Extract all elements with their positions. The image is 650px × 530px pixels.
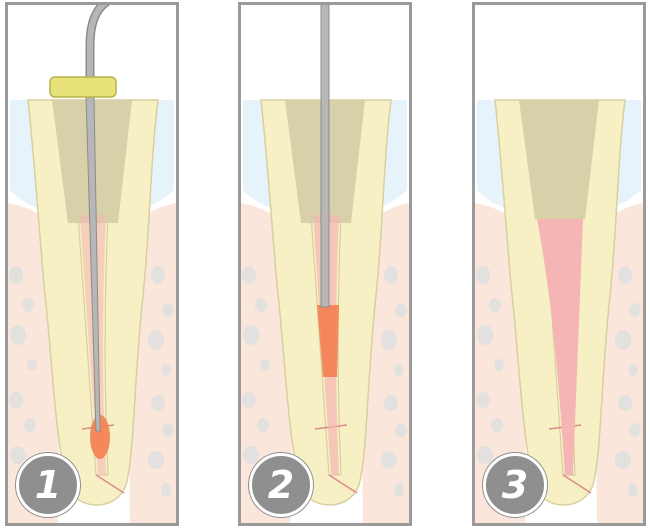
bone-spot [395,423,407,437]
bone-spot [476,392,490,408]
panel-1: 1 [5,2,179,526]
bone-spot [615,451,631,469]
bone-spot [629,303,641,317]
tooth-diagram-2 [241,5,409,523]
bone-spot [494,359,504,371]
file-wire [87,5,108,94]
bone-spot [394,483,404,497]
bone-spot [22,298,34,312]
bone-spot [384,266,398,284]
step-badge-2: 2 [249,453,313,517]
bone-spot [243,446,259,464]
apex-heat-icon [90,415,110,459]
bone-spot [10,325,26,345]
apical-branch [562,474,592,494]
bone-spot [491,418,503,432]
bone-spot [242,266,256,284]
panel-2: 2 [238,2,412,526]
bone-spot [243,325,259,345]
bone-spot [629,423,641,437]
bone-spot [10,446,26,464]
heated-plugger-icon [320,5,330,308]
bone-spot [489,298,501,312]
bone-spot [395,303,407,317]
bone-spot [477,325,493,345]
warm-gutta-percha-icon [317,305,339,377]
bone-spot [9,266,23,284]
apical-branch [328,474,358,494]
bone-spot [381,451,397,469]
bone-spot [162,303,174,317]
bone-spot [381,330,397,350]
bone-spot [628,364,638,376]
bone-spot [9,392,23,408]
bone-spot [162,423,174,437]
tooth-diagram-1 [8,5,176,523]
bone-spot [477,446,493,464]
bone-spot [27,359,37,371]
bone-spot [615,330,631,350]
bone-spot [384,395,398,411]
bone-spot [242,392,256,408]
bone-spot [161,364,171,376]
apical-branch [95,474,125,494]
bone-spot [151,266,165,284]
bone-spot [257,418,269,432]
panel-3: 3 [472,2,646,526]
bone-spot [151,395,165,411]
tooth-diagram-3 [475,5,643,523]
step-badge-1: 1 [16,453,80,517]
bone-spot [618,395,632,411]
filled-canal-icon [537,219,583,475]
bone-spot [148,330,164,350]
bone-spot [161,483,171,497]
bone-spot [148,451,164,469]
bone-spot [255,298,267,312]
rubber-stopper-icon [49,76,117,98]
bone-spot [476,266,490,284]
bone-spot [628,483,638,497]
bone-spot [394,364,404,376]
bone-spot [260,359,270,371]
bone-spot [618,266,632,284]
bone-spot [24,418,36,432]
access-cavity [519,100,599,219]
step-badge-3: 3 [483,453,547,517]
